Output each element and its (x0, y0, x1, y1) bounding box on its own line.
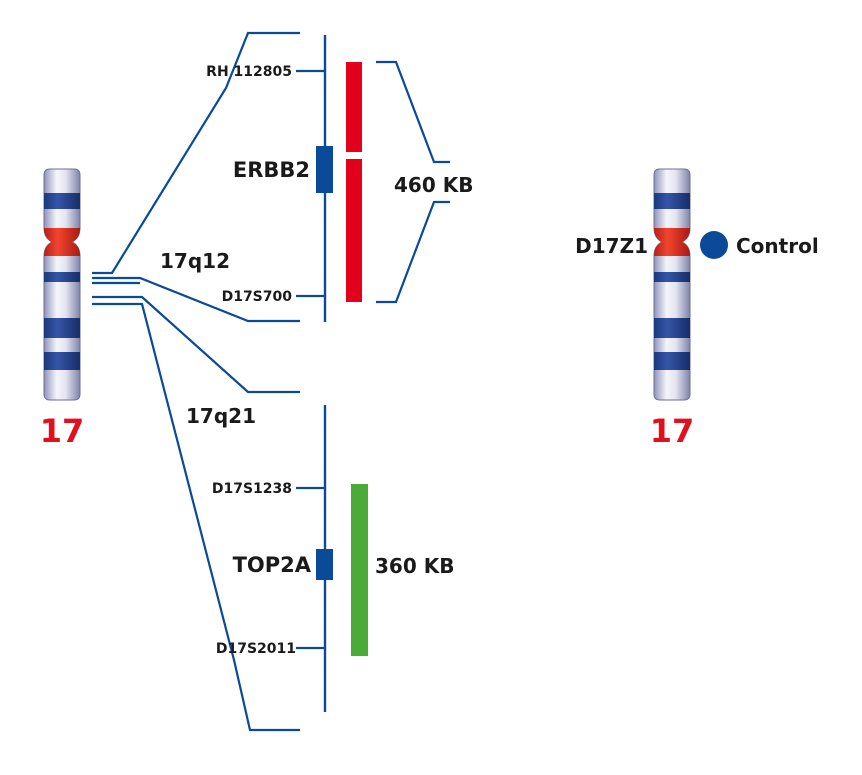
marker-label-d17s700: D17S700 (222, 289, 293, 305)
marker-label-d17s1238: D17S1238 (212, 481, 292, 497)
chromosome-band (650, 352, 694, 370)
chromosome-right-number: 17 (650, 412, 695, 450)
chromosome-band (650, 272, 694, 282)
chromosome-band (650, 318, 694, 338)
marker-label-d17s2011: D17S2011 (216, 641, 296, 657)
centromere (40, 228, 84, 256)
erbb2-gene-block (316, 146, 333, 193)
expansion-lines (92, 33, 300, 730)
chromosome-band (40, 318, 84, 338)
chromosome-band (40, 352, 84, 370)
probe-size-460kb: 460 KB (394, 173, 473, 197)
band-label-17q12: 17q12 (160, 249, 230, 273)
control-label: Control (736, 234, 819, 258)
probe-size-360kb: 360 KB (375, 554, 454, 578)
band-label-17q21: 17q21 (186, 404, 256, 428)
size-bracket (376, 202, 450, 302)
erbb2-probe-lower (346, 159, 362, 302)
chromosome-band (40, 272, 84, 282)
chromosome-left-number: 17 (40, 412, 85, 450)
top2a-probe (351, 484, 368, 656)
chromosome-left (40, 169, 84, 400)
control-probe-dot (700, 231, 728, 259)
top2a-gene-block (316, 549, 333, 580)
chromosome-band (650, 193, 694, 209)
chromosome-right (650, 169, 694, 400)
chromosome-band (40, 193, 84, 209)
size-bracket (376, 62, 450, 162)
centromere (650, 228, 694, 256)
centromere-label-d17z1: D17Z1 (575, 234, 648, 258)
gene-label-top2a: TOP2A (233, 553, 312, 577)
marker-label-rh112805: RH 112805 (206, 64, 292, 80)
connector-line (92, 297, 300, 392)
gene-label-erbb2: ERBB2 (233, 158, 310, 182)
erbb2-probe-upper (346, 62, 362, 152)
connector-line (92, 304, 300, 730)
